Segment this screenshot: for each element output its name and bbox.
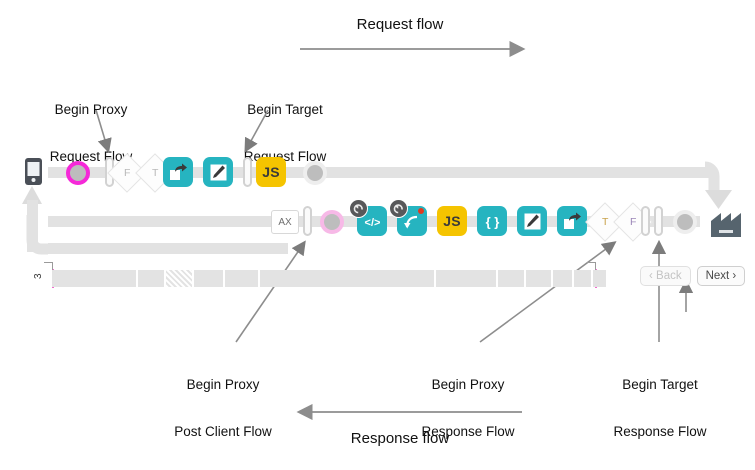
svg-text:</>: </> [364, 217, 380, 229]
rotate-glyph [353, 204, 363, 214]
request-turnaround [704, 161, 720, 194]
timeline-segment[interactable] [436, 270, 498, 287]
response-turnaround [26, 215, 48, 255]
diamond-label: F [629, 215, 637, 228]
callout-line1: Begin Proxy [431, 377, 505, 392]
callout-line1: Begin Proxy [54, 102, 128, 117]
braces-icon: { } [485, 214, 499, 229]
callout-begin-proxy-response-flow: Begin Proxy Response Flow [398, 346, 538, 470]
response-riser [27, 200, 38, 252]
response-end-circle[interactable] [673, 210, 697, 234]
timeline-segment[interactable] [526, 270, 553, 287]
target-response-flow-divider[interactable] [654, 206, 663, 236]
timeline-segment[interactable] [52, 270, 138, 287]
policy-label: JS [443, 213, 461, 229]
alert-dot [418, 208, 424, 214]
svg-text:{ }: { } [485, 214, 499, 229]
back-button[interactable]: ‹ Back [640, 266, 691, 286]
callout-line2: Post Client Flow [174, 423, 272, 439]
request-down-arrowhead [705, 190, 732, 209]
code-icon: </> [364, 217, 380, 229]
callout-line1: Begin Proxy [186, 377, 260, 392]
service-callout-policy[interactable] [163, 157, 193, 187]
timeline-segment[interactable] [260, 270, 436, 287]
diamond-label: T [151, 166, 159, 179]
timeline-segment[interactable] [225, 270, 260, 287]
leader-begin-proxy-response-flow [479, 241, 617, 343]
chip-label: AX [278, 216, 292, 228]
diamond-label: T [601, 215, 609, 228]
leader-begin-proxy-post-client-flow [235, 240, 306, 343]
proxy-response-flow-divider[interactable] [641, 206, 650, 236]
timeline-tick-6-arm [587, 262, 596, 263]
assign-message-policy[interactable] [203, 157, 233, 187]
timeline-segment[interactable] [166, 270, 194, 287]
request-start-circle[interactable] [66, 161, 90, 185]
callout-line2: Response Flow [421, 423, 515, 439]
target-server-icon [711, 213, 741, 237]
response-flow-title: Response flow [350, 430, 450, 447]
javascript-policy-request[interactable]: JS [256, 157, 286, 187]
pencil-icon [524, 213, 540, 229]
timeline-segment[interactable] [593, 270, 608, 287]
callout-line1: Begin Target [247, 102, 323, 117]
timeline-tick-3 [52, 262, 53, 271]
javascript-policy-response[interactable]: JS [437, 206, 467, 236]
json-policy[interactable]: { } [477, 206, 507, 236]
timeline-tick-label-3: 3 [33, 273, 44, 279]
rotate-icon [349, 199, 368, 218]
policy-label: JS [262, 164, 280, 180]
rotate-icon [389, 199, 408, 218]
assign-message-policy-response[interactable] [517, 206, 547, 236]
callout-line2: Response Flow [613, 423, 707, 439]
callout-begin-target-response-flow: Begin Target Response Flow [590, 346, 730, 470]
timeline-tick-6 [595, 262, 596, 271]
callout-line2: Request Flow [49, 148, 133, 164]
extract-variables-policy[interactable]: </> [349, 199, 387, 236]
curved-arrow-icon [403, 215, 417, 228]
response-return-rail [48, 243, 288, 254]
access-control-chip[interactable]: AX [271, 210, 299, 234]
service-callout-policy-response[interactable] [557, 206, 587, 236]
timeline-tick-3-arm [44, 262, 53, 263]
timeline-segment[interactable] [553, 270, 574, 287]
callout-begin-proxy-post-client-flow: Begin Proxy Post Client Flow [153, 346, 293, 470]
target-request-flow-divider[interactable] [243, 157, 252, 187]
timeline-segment[interactable] [574, 270, 593, 287]
timeline-segment[interactable] [194, 270, 225, 287]
request-flow-title: Request flow [356, 16, 444, 33]
timeline-segment[interactable] [498, 270, 526, 287]
diamond-label: F [123, 166, 131, 179]
post-client-flow-divider[interactable] [303, 206, 312, 236]
post-client-circle[interactable] [320, 210, 344, 234]
next-button[interactable]: Next › [696, 266, 746, 286]
pager: ‹ Back Next › [640, 266, 746, 286]
rotate-glyph [393, 204, 403, 214]
request-end-circle[interactable] [303, 161, 327, 185]
share-arrow-icon [169, 163, 187, 180]
pencil-icon [210, 164, 226, 180]
callout-line1: Begin Target [622, 377, 698, 392]
raise-fault-policy[interactable] [389, 199, 427, 236]
timeline-segment[interactable] [138, 270, 166, 287]
share-arrow-icon [563, 212, 581, 229]
